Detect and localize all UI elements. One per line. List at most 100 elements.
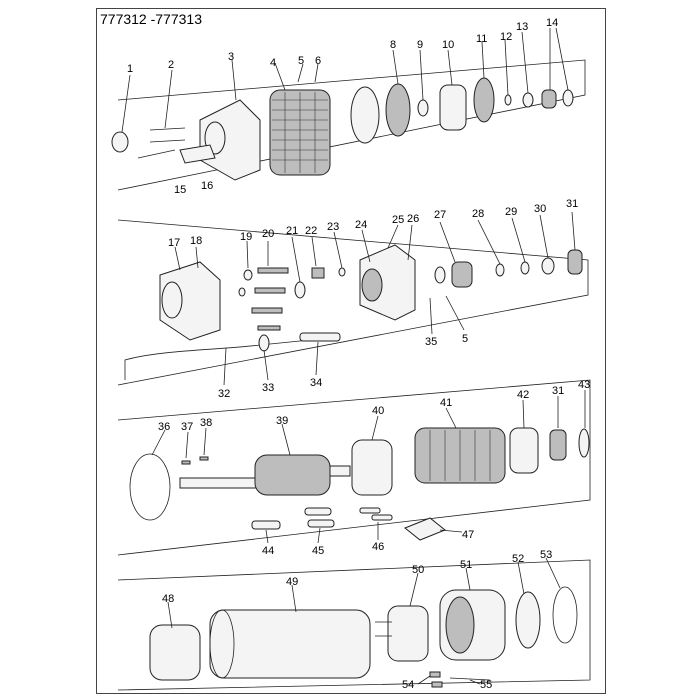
panel-4-outline	[117, 559, 591, 691]
part-plate	[350, 86, 380, 144]
part-o-ring-2	[520, 261, 530, 275]
part-ring-30	[541, 257, 555, 275]
callout-label: 55	[480, 679, 492, 691]
callout-label: 45	[312, 545, 324, 557]
part-sleeve	[351, 439, 393, 496]
model-title: 777312 -777313	[100, 11, 202, 27]
callout-label: 53	[540, 549, 552, 561]
panel-1-outline	[117, 59, 586, 191]
part-rotor-shaft-end	[329, 465, 351, 477]
part-small-washer	[243, 269, 253, 281]
part-bearing-31	[567, 249, 583, 275]
callout-label: 47	[462, 529, 474, 541]
part-seal-washer	[434, 266, 446, 284]
part-motor-head	[159, 261, 221, 341]
part-insulation-pad	[404, 517, 446, 541]
callout-label: 31	[552, 385, 564, 397]
filter-mesh	[272, 92, 328, 173]
callout-labels: 1 2 3 4 5 6 8 9 10 11 12 13 14 15 16 17 …	[127, 17, 590, 691]
callout-label: 6	[315, 55, 321, 67]
callout-label: 17	[168, 237, 180, 249]
callout-label: 30	[534, 203, 546, 215]
part-ring	[111, 131, 129, 153]
part-diffuser	[439, 84, 467, 131]
part-spring	[254, 287, 286, 294]
part-impeller-2	[473, 77, 495, 123]
callout-label: 42	[517, 389, 529, 401]
callout-label: 3	[228, 51, 234, 63]
callout-label: 4	[270, 57, 276, 69]
callout-label: 5	[298, 55, 304, 67]
part-screw-54b	[431, 681, 443, 688]
part-bearing	[541, 89, 557, 109]
part-nut	[311, 267, 325, 279]
part-small-ring	[504, 94, 512, 106]
callout-label: 23	[327, 221, 339, 233]
part-screw-54	[429, 671, 441, 678]
part-key-2	[199, 456, 209, 461]
callout-label: 29	[505, 206, 517, 218]
callout-label: 39	[276, 415, 288, 427]
callout-label: 27	[434, 209, 446, 221]
part-cable-clip	[258, 334, 270, 352]
part-pin-45	[304, 507, 332, 516]
part-motor-head-opening	[161, 281, 183, 319]
panel-3	[117, 379, 591, 556]
part-seal-52	[515, 591, 541, 649]
part-pin-44	[251, 520, 281, 530]
callout-label: 13	[516, 21, 528, 33]
part-screw	[137, 149, 176, 159]
panel-3-outline	[117, 379, 591, 556]
part-spring	[257, 267, 289, 274]
callout-label: 28	[472, 208, 484, 220]
part-bottom-ring	[149, 624, 201, 681]
part-small-washer	[238, 287, 246, 297]
callout-label: 1	[127, 63, 133, 75]
callout-label: 25	[392, 214, 404, 226]
part-impeller	[385, 83, 411, 137]
callout-label: 31	[566, 198, 578, 210]
callout-label: 38	[200, 417, 212, 429]
callout-label: 40	[372, 405, 384, 417]
callout-label: 9	[417, 39, 423, 51]
panel-4	[117, 557, 591, 691]
part-small-ring	[338, 267, 346, 277]
callout-label: 37	[181, 421, 193, 433]
callout-label: 18	[190, 235, 202, 247]
part-bracket	[179, 144, 216, 164]
part-housing-bore	[361, 268, 383, 302]
callout-label: 19	[240, 231, 252, 243]
part-washer	[417, 99, 429, 117]
leader-lines-2	[174, 211, 576, 386]
part-cable-gland	[299, 332, 341, 342]
part-washer-2	[522, 92, 534, 108]
callout-label: 12	[500, 31, 512, 43]
callout-label: 24	[355, 219, 367, 231]
part-connector-46b	[371, 514, 393, 521]
panel-2-outline	[117, 219, 589, 386]
callout-label: 14	[546, 17, 558, 29]
panel-2	[117, 211, 589, 386]
part-mechanical-seal	[451, 261, 473, 288]
callout-label: 49	[286, 576, 298, 588]
leader-lines-3	[151, 390, 586, 544]
callout-label: 5	[462, 333, 468, 345]
part-casing-end	[209, 609, 235, 679]
drawing-frame	[96, 8, 606, 694]
panel-1	[111, 27, 586, 191]
part-spring	[257, 325, 281, 331]
callout-label: 43	[578, 379, 590, 391]
callout-label: 11	[476, 33, 487, 45]
leader-lines-4	[167, 557, 561, 685]
part-wire-55	[449, 677, 491, 681]
callout-label: 34	[310, 377, 322, 389]
callout-label: 36	[158, 421, 170, 433]
part-screw	[149, 127, 186, 131]
part-seal-ring	[294, 281, 306, 299]
part-rotor	[254, 454, 331, 496]
callout-label: 2	[168, 59, 174, 71]
callout-label: 20	[262, 228, 274, 240]
callout-label: 33	[262, 382, 274, 394]
part-connector-46	[359, 507, 381, 514]
